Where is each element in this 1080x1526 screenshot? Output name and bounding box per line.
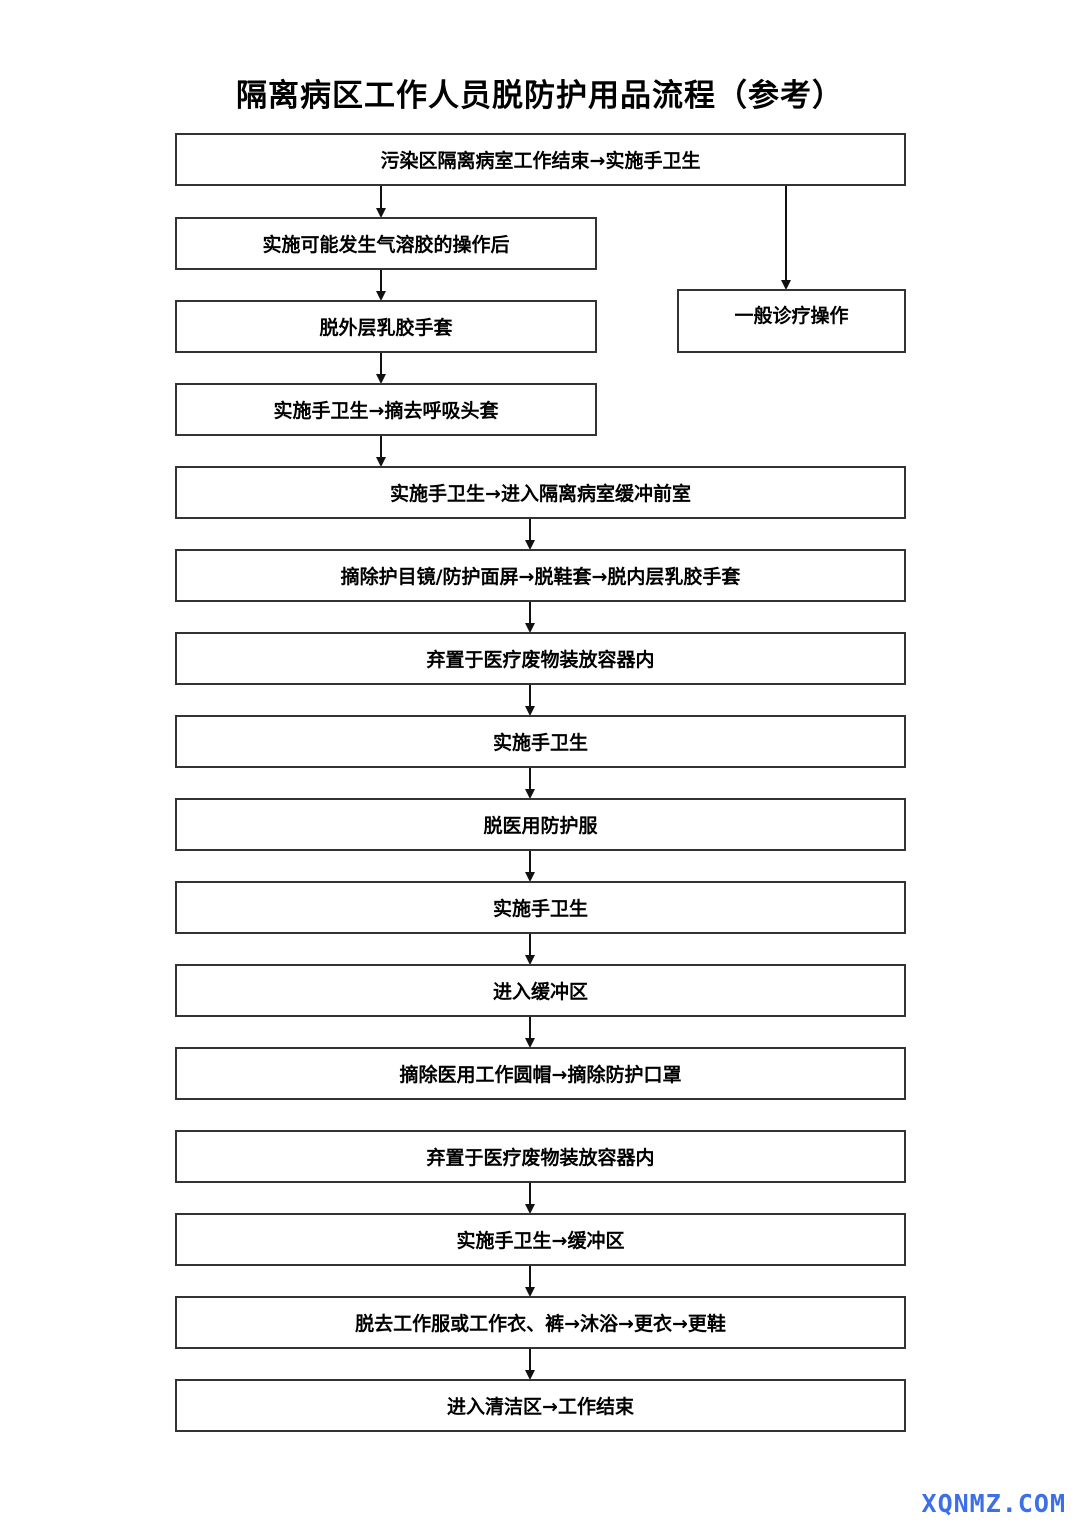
page-title: 隔离病区工作人员脱防护用品流程（参考） [236, 78, 844, 114]
step-remove-cap-and-mask: 摘除医用工作圆帽→摘除防护口罩 [175, 1047, 906, 1100]
step-remove-outer-gloves: 脱外层乳胶手套 [175, 300, 597, 353]
step-enter-clean-zone-end: 进入清洁区→工作结束 [175, 1379, 906, 1432]
step-discard-medical-waste-2: 弃置于医疗废物装放容器内 [175, 1130, 906, 1183]
step-general-procedure: 一般诊疗操作 [677, 289, 906, 353]
step-work-end-hand-hygiene: 污染区隔离病室工作结束→实施手卫生 [175, 133, 906, 186]
step-hand-hygiene-remove-hood: 实施手卫生→摘去呼吸头套 [175, 383, 597, 436]
step-change-and-shower: 脱去工作服或工作衣、裤→沐浴→更衣→更鞋 [175, 1296, 906, 1349]
step-remove-goggles-shoecovers-inner-gloves: 摘除护目镜/防护面屏→脱鞋套→脱内层乳胶手套 [175, 549, 906, 602]
step-enter-buffer-zone: 进入缓冲区 [175, 964, 906, 1017]
step-remove-protective-suit: 脱医用防护服 [175, 798, 906, 851]
step-after-aerosol-procedure: 实施可能发生气溶胶的操作后 [175, 217, 597, 270]
step-hand-hygiene-buffer-zone: 实施手卫生→缓冲区 [175, 1213, 906, 1266]
step-hand-hygiene-1: 实施手卫生 [175, 715, 906, 768]
watermark: XQNMZ.COM [921, 1489, 1066, 1518]
step-enter-buffer-anteroom: 实施手卫生→进入隔离病室缓冲前室 [175, 466, 906, 519]
step-discard-medical-waste-1: 弃置于医疗废物装放容器内 [175, 632, 906, 685]
step-hand-hygiene-2: 实施手卫生 [175, 881, 906, 934]
